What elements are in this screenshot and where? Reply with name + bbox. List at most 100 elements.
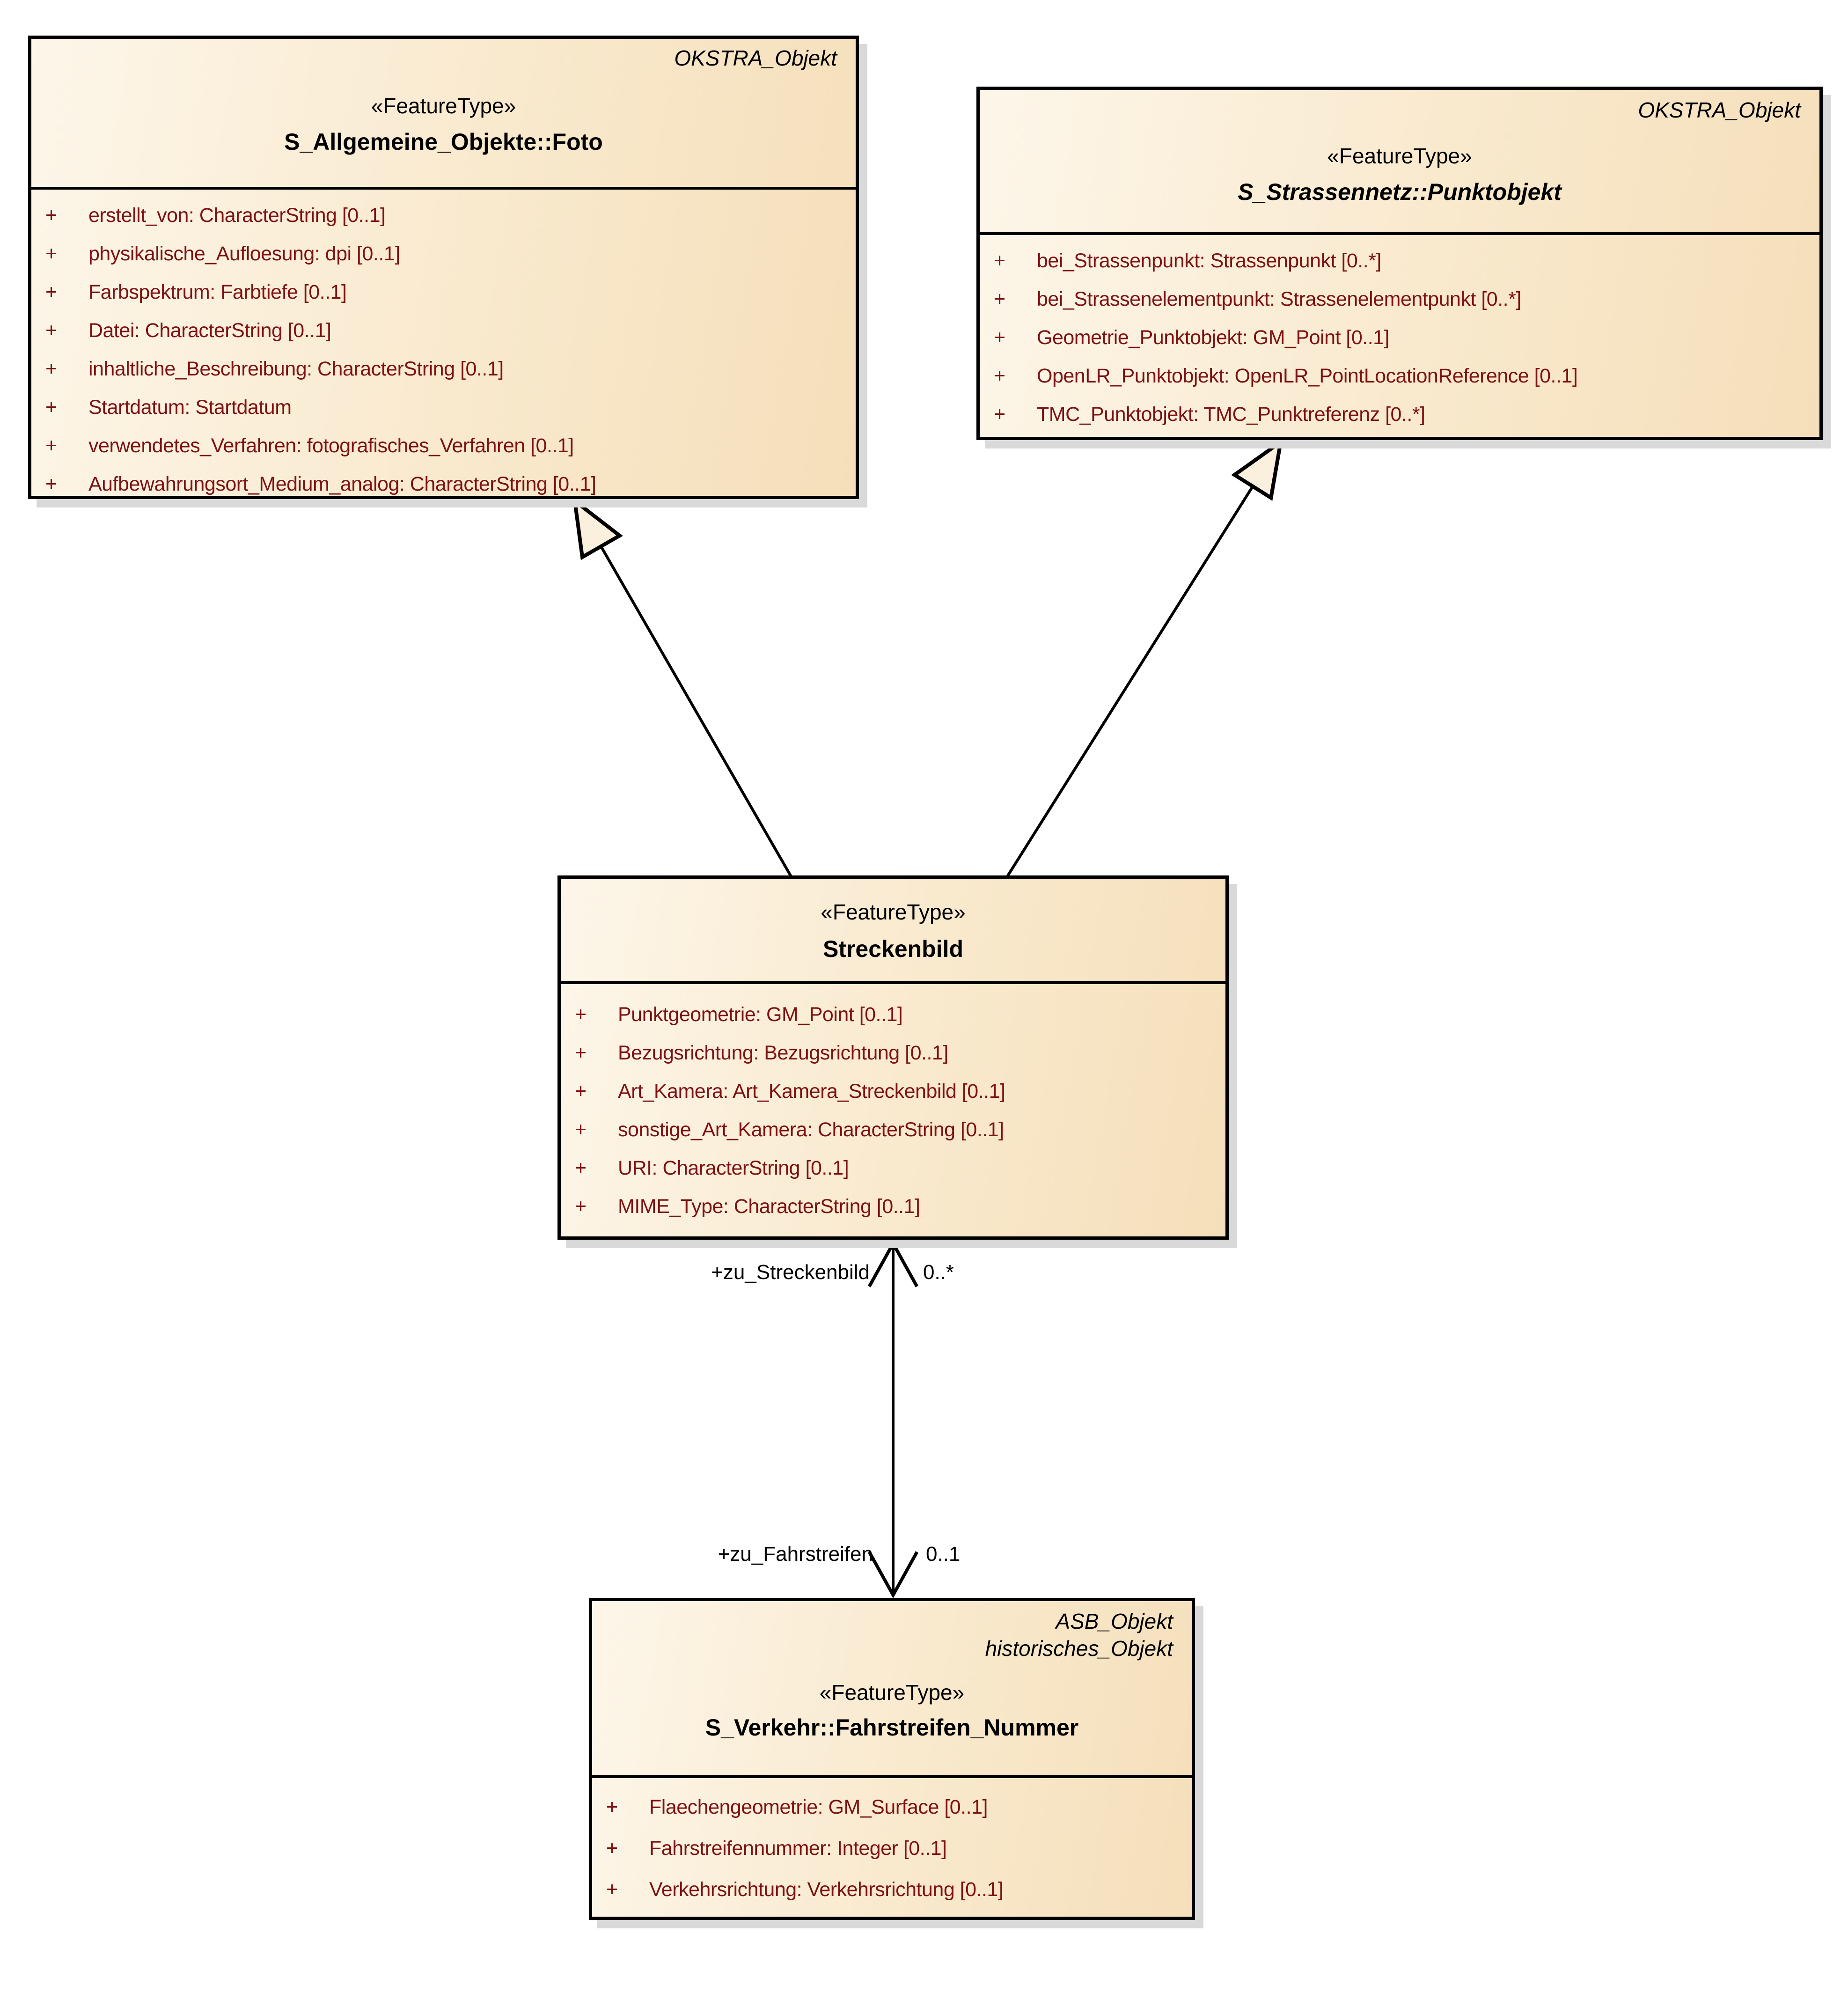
association-role-zu-streckenbild: +zu_Streckenbild bbox=[711, 1261, 870, 1284]
class-header: OKSTRA_Objekt «FeatureType» S_Strassenne… bbox=[980, 90, 1819, 232]
class-header: ASB_Objekt historisches_Objekt «FeatureTy… bbox=[592, 1601, 1192, 1775]
attribute-text: URI: CharacterString [0..1] bbox=[618, 1157, 849, 1179]
visibility-plus: + bbox=[575, 1042, 587, 1064]
attribute-text: Bezugsrichtung: Bezugsrichtung [0..1] bbox=[618, 1042, 948, 1064]
tagged-values: OKSTRA_Objekt bbox=[980, 96, 1819, 124]
attribute-row: + verwendetes_Verfahren: fotografisches_V… bbox=[45, 426, 851, 465]
attribute-text: Aufbewahrungsort_Medium_analog: Characte… bbox=[88, 473, 596, 495]
attribute-text: Farbspektrum: Farbtiefe [0..1] bbox=[88, 281, 347, 303]
visibility-plus: + bbox=[606, 1878, 618, 1901]
attribute-text: Startdatum: Startdatum bbox=[88, 396, 292, 419]
visibility-plus: + bbox=[45, 358, 57, 380]
visibility-plus: + bbox=[575, 1080, 587, 1103]
attributes-compartment: + bei_Strassenpunkt: Strassenpunkt [0..*]… bbox=[980, 232, 1819, 434]
attribute-row: + Fahrstreifennummer: Integer [0..1] bbox=[606, 1828, 1187, 1869]
attribute-row: + MIME_Type: CharacterString [0..1] bbox=[575, 1187, 1221, 1226]
visibility-plus: + bbox=[606, 1796, 618, 1818]
class-name: Streckenbild bbox=[822, 936, 964, 962]
attribute-row: + Punktgeometrie: GM_Point [0..1] bbox=[575, 995, 1221, 1034]
class-name: S_Verkehr::Fahrstreifen_Nummer bbox=[705, 1714, 1079, 1741]
attributes-compartment: + Punktgeometrie: GM_Point [0..1] + Bezugs… bbox=[561, 981, 1225, 1226]
visibility-plus: + bbox=[45, 204, 57, 227]
attribute-text: TMC_Punktobjekt: TMC_Punktreferenz [0..*… bbox=[1037, 403, 1425, 426]
attribute-text: erstellt_von: CharacterString [0..1] bbox=[88, 204, 386, 227]
tagged-value: historisches_Objekt bbox=[985, 1636, 1173, 1661]
tagged-values: ASB_Objekt historisches_Objekt bbox=[592, 1608, 1192, 1662]
visibility-plus: + bbox=[994, 365, 1005, 387]
association-multiplicity-fahrstreifen: 0..1 bbox=[926, 1543, 961, 1566]
class-header: «FeatureType» Streckenbild bbox=[561, 879, 1225, 981]
class-name: S_Strassennetz::Punktobjekt bbox=[1238, 179, 1562, 205]
visibility-plus: + bbox=[994, 288, 1005, 310]
class-box-streckenbild[interactable]: «FeatureType» Streckenbild + Punktgeometr… bbox=[557, 875, 1229, 1240]
attribute-row: + inhaltliche_Beschreibung: CharacterStri… bbox=[45, 350, 851, 388]
attribute-row: + Aufbewahrungsort_Medium_analog: Charact… bbox=[45, 465, 851, 503]
attribute-text: sonstige_Art_Kamera: CharacterString [0.… bbox=[618, 1118, 1004, 1141]
visibility-plus: + bbox=[45, 434, 57, 457]
tagged-value: OKSTRA_Objekt bbox=[674, 46, 837, 70]
tagged-value: OKSTRA_Objekt bbox=[1638, 98, 1801, 122]
association-role-zu-fahrstreifen: +zu_Fahrstreifen bbox=[718, 1543, 873, 1566]
attribute-row: + physikalische_Aufloesung: dpi [0..1] bbox=[45, 235, 851, 273]
attribute-row: + Geometrie_Punktobjekt: GM_Point [0..1] bbox=[994, 318, 1815, 357]
attribute-text: inhaltliche_Beschreibung: CharacterStrin… bbox=[88, 358, 504, 380]
attribute-text: bei_Strassenelementpunkt: Strassenelemen… bbox=[1037, 288, 1521, 310]
attribute-row: + Startdatum: Startdatum bbox=[45, 388, 851, 426]
attribute-row: + bei_Strassenpunkt: Strassenpunkt [0..*] bbox=[994, 242, 1815, 280]
visibility-plus: + bbox=[575, 1003, 587, 1026]
attribute-text: Datei: CharacterString [0..1] bbox=[88, 319, 331, 342]
attribute-text: physikalische_Aufloesung: dpi [0..1] bbox=[88, 243, 400, 265]
stereotype-label: «FeatureType» bbox=[821, 900, 966, 924]
visibility-plus: + bbox=[994, 403, 1005, 426]
attribute-text: Geometrie_Punktobjekt: GM_Point [0..1] bbox=[1037, 326, 1390, 349]
visibility-plus: + bbox=[994, 326, 1005, 349]
class-header: OKSTRA_Objekt «FeatureType» S_Allgemeine… bbox=[31, 39, 856, 187]
generalization-streckenbild-to-punktobjekt[interactable] bbox=[1006, 442, 1281, 877]
attribute-row: + Bezugsrichtung: Bezugsrichtung [0..1] bbox=[575, 1034, 1221, 1072]
attribute-row: + sonstige_Art_Kamera: CharacterString [0… bbox=[575, 1110, 1221, 1149]
tagged-value: ASB_Objekt bbox=[1056, 1609, 1173, 1633]
attribute-row: + OpenLR_Punktobjekt: OpenLR_PointLocatio… bbox=[994, 357, 1815, 395]
class-box-fahrstreifen-nummer[interactable]: ASB_Objekt historisches_Objekt «FeatureTy… bbox=[589, 1598, 1195, 1920]
attributes-compartment: + erstellt_von: CharacterString [0..1] + p… bbox=[31, 187, 856, 503]
attribute-text: verwendetes_Verfahren: fotografisches_Ve… bbox=[88, 434, 574, 457]
class-name: S_Allgemeine_Objekte::Foto bbox=[284, 129, 603, 155]
attribute-text: Art_Kamera: Art_Kamera_Streckenbild [0..… bbox=[618, 1080, 1005, 1103]
visibility-plus: + bbox=[994, 250, 1005, 272]
visibility-plus: + bbox=[606, 1837, 618, 1860]
tagged-values: OKSTRA_Objekt bbox=[31, 44, 856, 72]
visibility-plus: + bbox=[575, 1157, 587, 1179]
association-multiplicity-streckenbild: 0..* bbox=[923, 1261, 954, 1284]
attribute-text: Flaechengeometrie: GM_Surface [0..1] bbox=[649, 1796, 988, 1818]
attribute-text: Punktgeometrie: GM_Point [0..1] bbox=[618, 1003, 903, 1026]
visibility-plus: + bbox=[45, 473, 57, 495]
visibility-plus: + bbox=[575, 1195, 587, 1218]
generalization-streckenbild-to-foto[interactable] bbox=[575, 501, 792, 877]
attribute-row: + Verkehrsrichtung: Verkehrsrichtung [0..… bbox=[606, 1869, 1187, 1910]
visibility-plus: + bbox=[45, 243, 57, 265]
stereotype-label: «FeatureType» bbox=[819, 1680, 965, 1705]
stereotype-label: «FeatureType» bbox=[371, 94, 516, 118]
visibility-plus: + bbox=[45, 396, 57, 419]
attribute-text: MIME_Type: CharacterString [0..1] bbox=[618, 1195, 920, 1218]
attribute-row: + erstellt_von: CharacterString [0..1] bbox=[45, 196, 851, 235]
attribute-row: + Farbspektrum: Farbtiefe [0..1] bbox=[45, 273, 851, 311]
attributes-compartment: + Flaechengeometrie: GM_Surface [0..1] + F… bbox=[592, 1775, 1192, 1910]
attribute-text: bei_Strassenpunkt: Strassenpunkt [0..*] bbox=[1037, 250, 1381, 272]
class-box-punktobjekt[interactable]: OKSTRA_Objekt «FeatureType» S_Strassenne… bbox=[976, 87, 1823, 440]
stereotype-label: «FeatureType» bbox=[1327, 144, 1472, 168]
attribute-row: + bei_Strassenelementpunkt: Strasseneleme… bbox=[994, 280, 1815, 318]
visibility-plus: + bbox=[45, 319, 57, 342]
attribute-row: + TMC_Punktobjekt: TMC_Punktreferenz [0..… bbox=[994, 395, 1815, 434]
visibility-plus: + bbox=[45, 281, 57, 303]
visibility-plus: + bbox=[575, 1118, 587, 1141]
attribute-row: + Flaechengeometrie: GM_Surface [0..1] bbox=[606, 1787, 1187, 1828]
attribute-row: + Art_Kamera: Art_Kamera_Streckenbild [0.… bbox=[575, 1072, 1221, 1110]
attribute-row: + URI: CharacterString [0..1] bbox=[575, 1149, 1221, 1187]
attribute-text: Fahrstreifennummer: Integer [0..1] bbox=[649, 1837, 947, 1860]
attribute-text: Verkehrsrichtung: Verkehrsrichtung [0..1… bbox=[649, 1878, 1004, 1901]
class-box-foto[interactable]: OKSTRA_Objekt «FeatureType» S_Allgemeine… bbox=[28, 36, 859, 499]
attribute-text: OpenLR_Punktobjekt: OpenLR_PointLocation… bbox=[1037, 365, 1578, 387]
